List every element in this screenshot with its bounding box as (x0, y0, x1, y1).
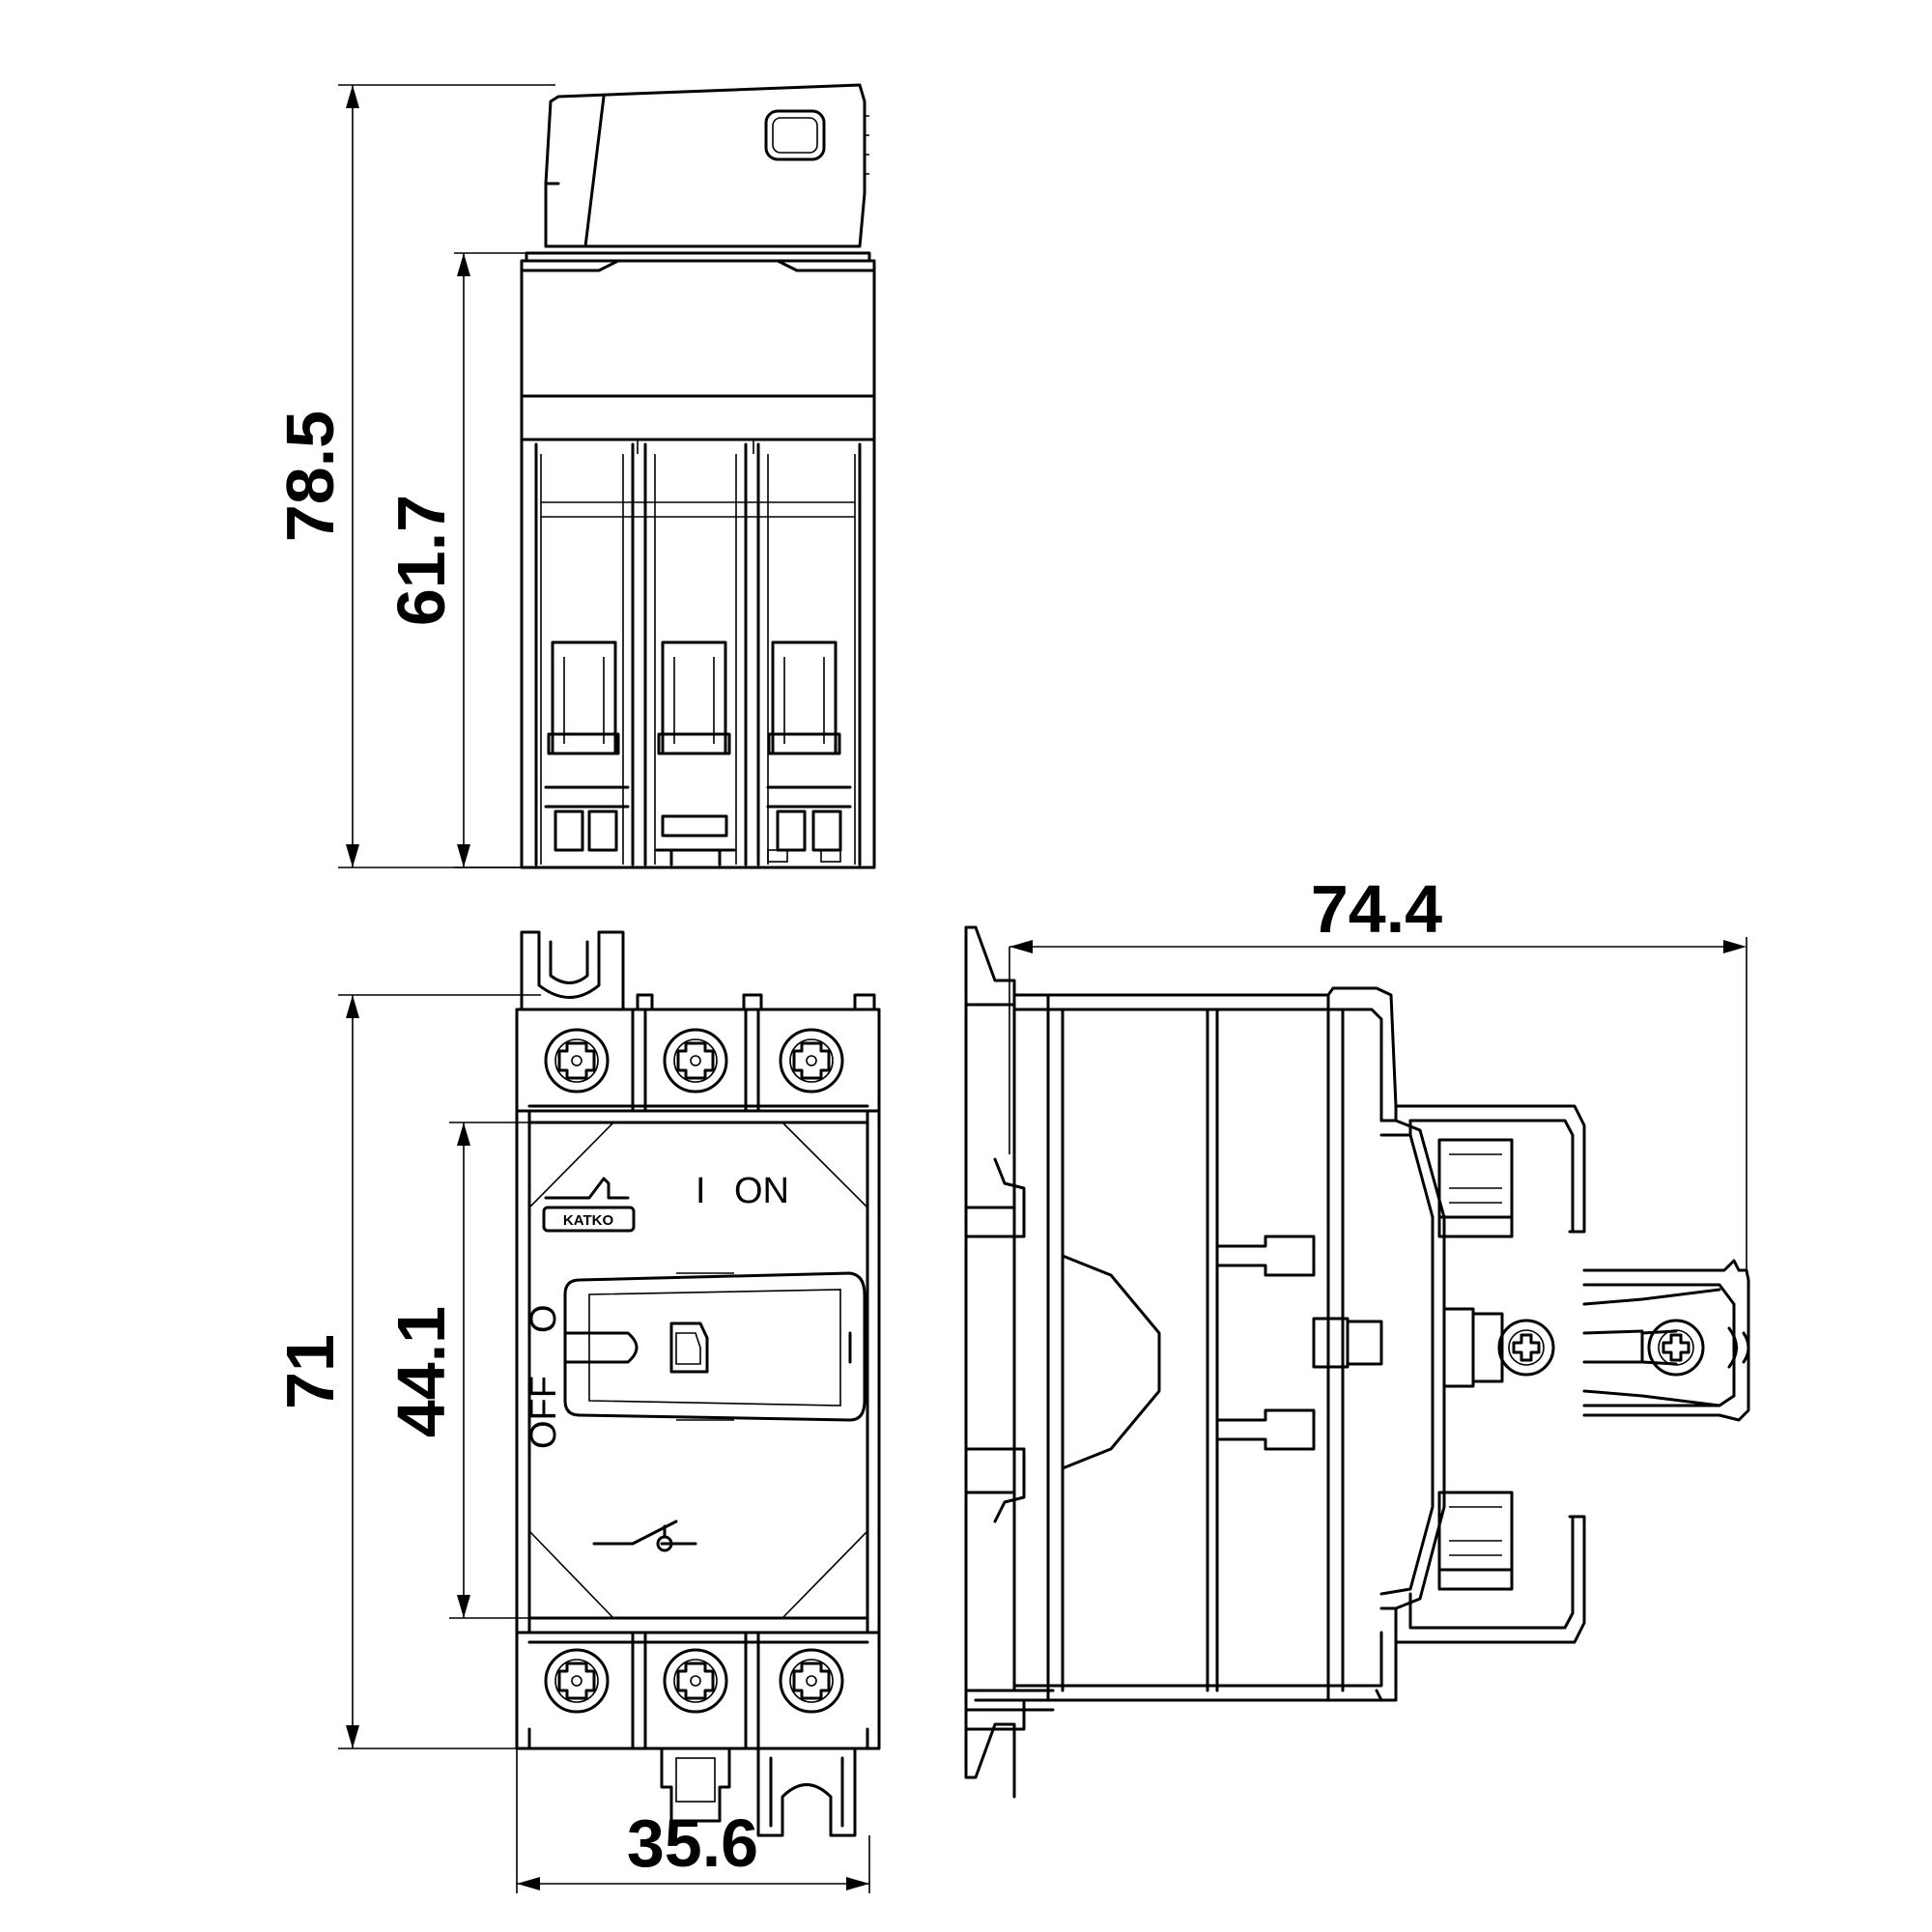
hub-screw-icon (1497, 1319, 1555, 1377)
dim-handle-height-label: 44.1 (384, 1306, 459, 1437)
rotary-handle[interactable] (563, 1271, 867, 1422)
clip-upper (1437, 1138, 1514, 1238)
off-symbol: O (524, 1304, 564, 1333)
front-view: KATKO I ON OFF O (272, 930, 881, 1893)
off-label: OFF (524, 1376, 564, 1449)
top-view: 78.5 61.7 (272, 83, 876, 869)
screw-bottom-3 (779, 1648, 844, 1714)
on-label: ON (734, 1171, 789, 1211)
dim-front-height-label: 71 (272, 1334, 348, 1409)
clip-lower (1437, 1491, 1514, 1591)
screw-top-2 (663, 1028, 728, 1094)
screw-bottom-1 (544, 1648, 610, 1714)
katko-logo: KATKO (542, 1177, 636, 1233)
dim-overall-length-label: 74.4 (1311, 871, 1442, 947)
dim-width-label: 35.6 (627, 1805, 758, 1881)
handle-screw-icon (1647, 1319, 1705, 1377)
switch-symbol-icon (592, 1520, 697, 1552)
dim-total-height-label: 78.5 (272, 411, 348, 542)
dim-body-height-label: 61.7 (384, 495, 459, 626)
screw-top-1 (544, 1028, 610, 1094)
screw-top-3 (779, 1028, 844, 1094)
screw-bottom-2 (663, 1648, 728, 1714)
side-view: 74.4 (964, 871, 1750, 1799)
brand-label: KATKO (563, 1212, 614, 1229)
on-symbol: I (696, 1171, 706, 1211)
